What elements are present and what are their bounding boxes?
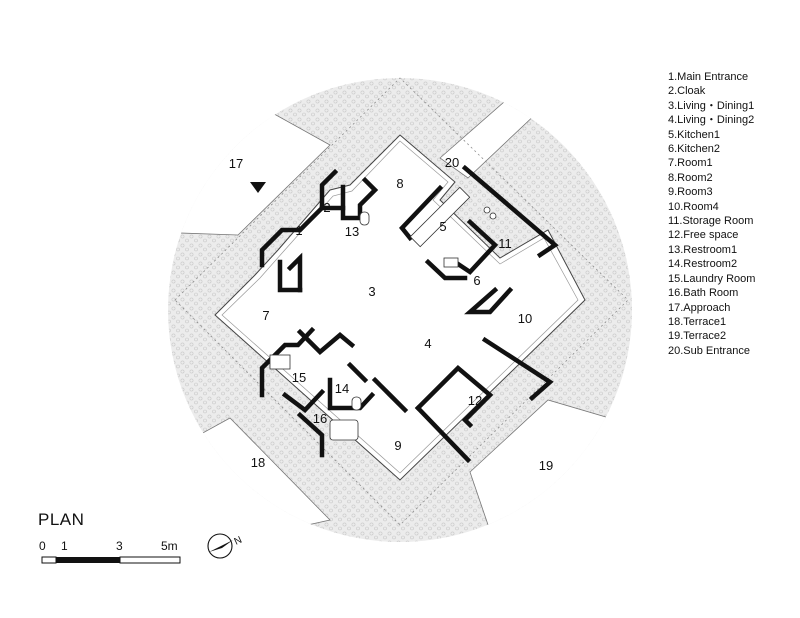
- stove-burner: [489, 212, 497, 220]
- legend-item: 13.Restroom1: [668, 243, 738, 256]
- room-number-11: 11: [498, 236, 512, 251]
- legend-item: 6.Kitchen2: [668, 143, 720, 156]
- legend-item: 9.Room3: [668, 186, 713, 199]
- wall: [277, 259, 303, 293]
- toilet: [351, 396, 362, 411]
- legend-item: 14.Restroom2: [668, 258, 738, 271]
- washer: [269, 354, 291, 370]
- stove-burner: [483, 206, 491, 214]
- wall: [259, 168, 339, 268]
- wall: [414, 364, 494, 429]
- legend-item: 15.Laundry Room: [668, 272, 756, 285]
- legend-item: 1.Main Entrance: [668, 71, 749, 83]
- room-number-5: 5: [439, 219, 446, 234]
- legend-item: 7.Room1: [668, 157, 713, 170]
- wall: [296, 328, 356, 356]
- kitchen-counter: [409, 186, 471, 248]
- room-legend: 1.Main Entrance 2.Cloak 3.Living・Dining1…: [668, 70, 755, 358]
- room-number-9: 9: [394, 438, 401, 453]
- room-number-12: 12: [468, 393, 482, 408]
- scale-label-3: 3: [116, 539, 123, 553]
- wall: [414, 404, 472, 464]
- wall: [461, 164, 559, 259]
- wall: [371, 376, 409, 414]
- north-label: N: [233, 535, 244, 548]
- room-number-6: 6: [473, 273, 480, 288]
- plan-title: PLAN: [38, 510, 85, 529]
- legend-item: 5.Kitchen1: [668, 128, 720, 141]
- wall: [451, 218, 499, 275]
- room-number-20: 20: [445, 155, 459, 170]
- legend-item: 3.Living・Dining1: [668, 99, 755, 112]
- room-number-1: 1: [295, 223, 302, 238]
- legend-item: 18.Terrace1: [668, 315, 727, 328]
- legend-item: 12.Free space: [668, 229, 739, 242]
- legend-item: 20.Sub Entrance: [668, 344, 750, 357]
- legend-item: 10.Room4: [668, 200, 719, 213]
- wall: [424, 258, 468, 281]
- scale-label-1: 1: [61, 539, 68, 553]
- legend-item: 4.Living・Dining2: [668, 114, 755, 127]
- room-number-15: 15: [292, 370, 306, 385]
- wall: [464, 286, 514, 315]
- room-number-14: 14: [335, 381, 349, 396]
- guide-line: [174, 77, 629, 526]
- wall: [286, 252, 303, 293]
- legend-item: 8.Room2: [668, 171, 713, 184]
- entrance-arrow-icon: [250, 182, 266, 193]
- room-number-3: 3: [368, 284, 375, 299]
- room-number-13: 13: [345, 224, 359, 239]
- scale-label-0: 0: [39, 539, 46, 553]
- north-arrow-icon: [207, 533, 233, 559]
- wall: [399, 184, 444, 242]
- legend-item: 2.Cloak: [668, 85, 706, 98]
- bathtub: [329, 419, 359, 441]
- room-number-2: 2: [323, 200, 330, 215]
- room-number-8: 8: [396, 176, 403, 191]
- wall: [346, 361, 369, 384]
- wall: [281, 388, 326, 414]
- room-number-18: 18: [251, 455, 265, 470]
- room-number-19: 19: [539, 458, 553, 473]
- room-number-10: 10: [518, 311, 532, 326]
- wall: [259, 326, 316, 398]
- scale-bar: [41, 556, 181, 564]
- legend-item: 19.Terrace2: [668, 330, 727, 343]
- toilet: [359, 211, 370, 226]
- wall: [327, 377, 376, 411]
- room-number-4: 4: [424, 336, 431, 351]
- house-outline-inner: [221, 140, 579, 474]
- legend-item: 11.Storage Room: [668, 215, 754, 228]
- scale-label-5m: 5m: [161, 539, 178, 553]
- sink: [443, 257, 459, 268]
- wall: [340, 176, 379, 221]
- room-number-16: 16: [313, 411, 327, 426]
- wall: [296, 411, 325, 458]
- wall: [481, 336, 554, 402]
- room-number-7: 7: [262, 308, 269, 323]
- legend-item: 16.Bath Room: [668, 287, 739, 300]
- room-number-17: 17: [229, 156, 243, 171]
- legend-item: 17.Approach: [668, 301, 731, 314]
